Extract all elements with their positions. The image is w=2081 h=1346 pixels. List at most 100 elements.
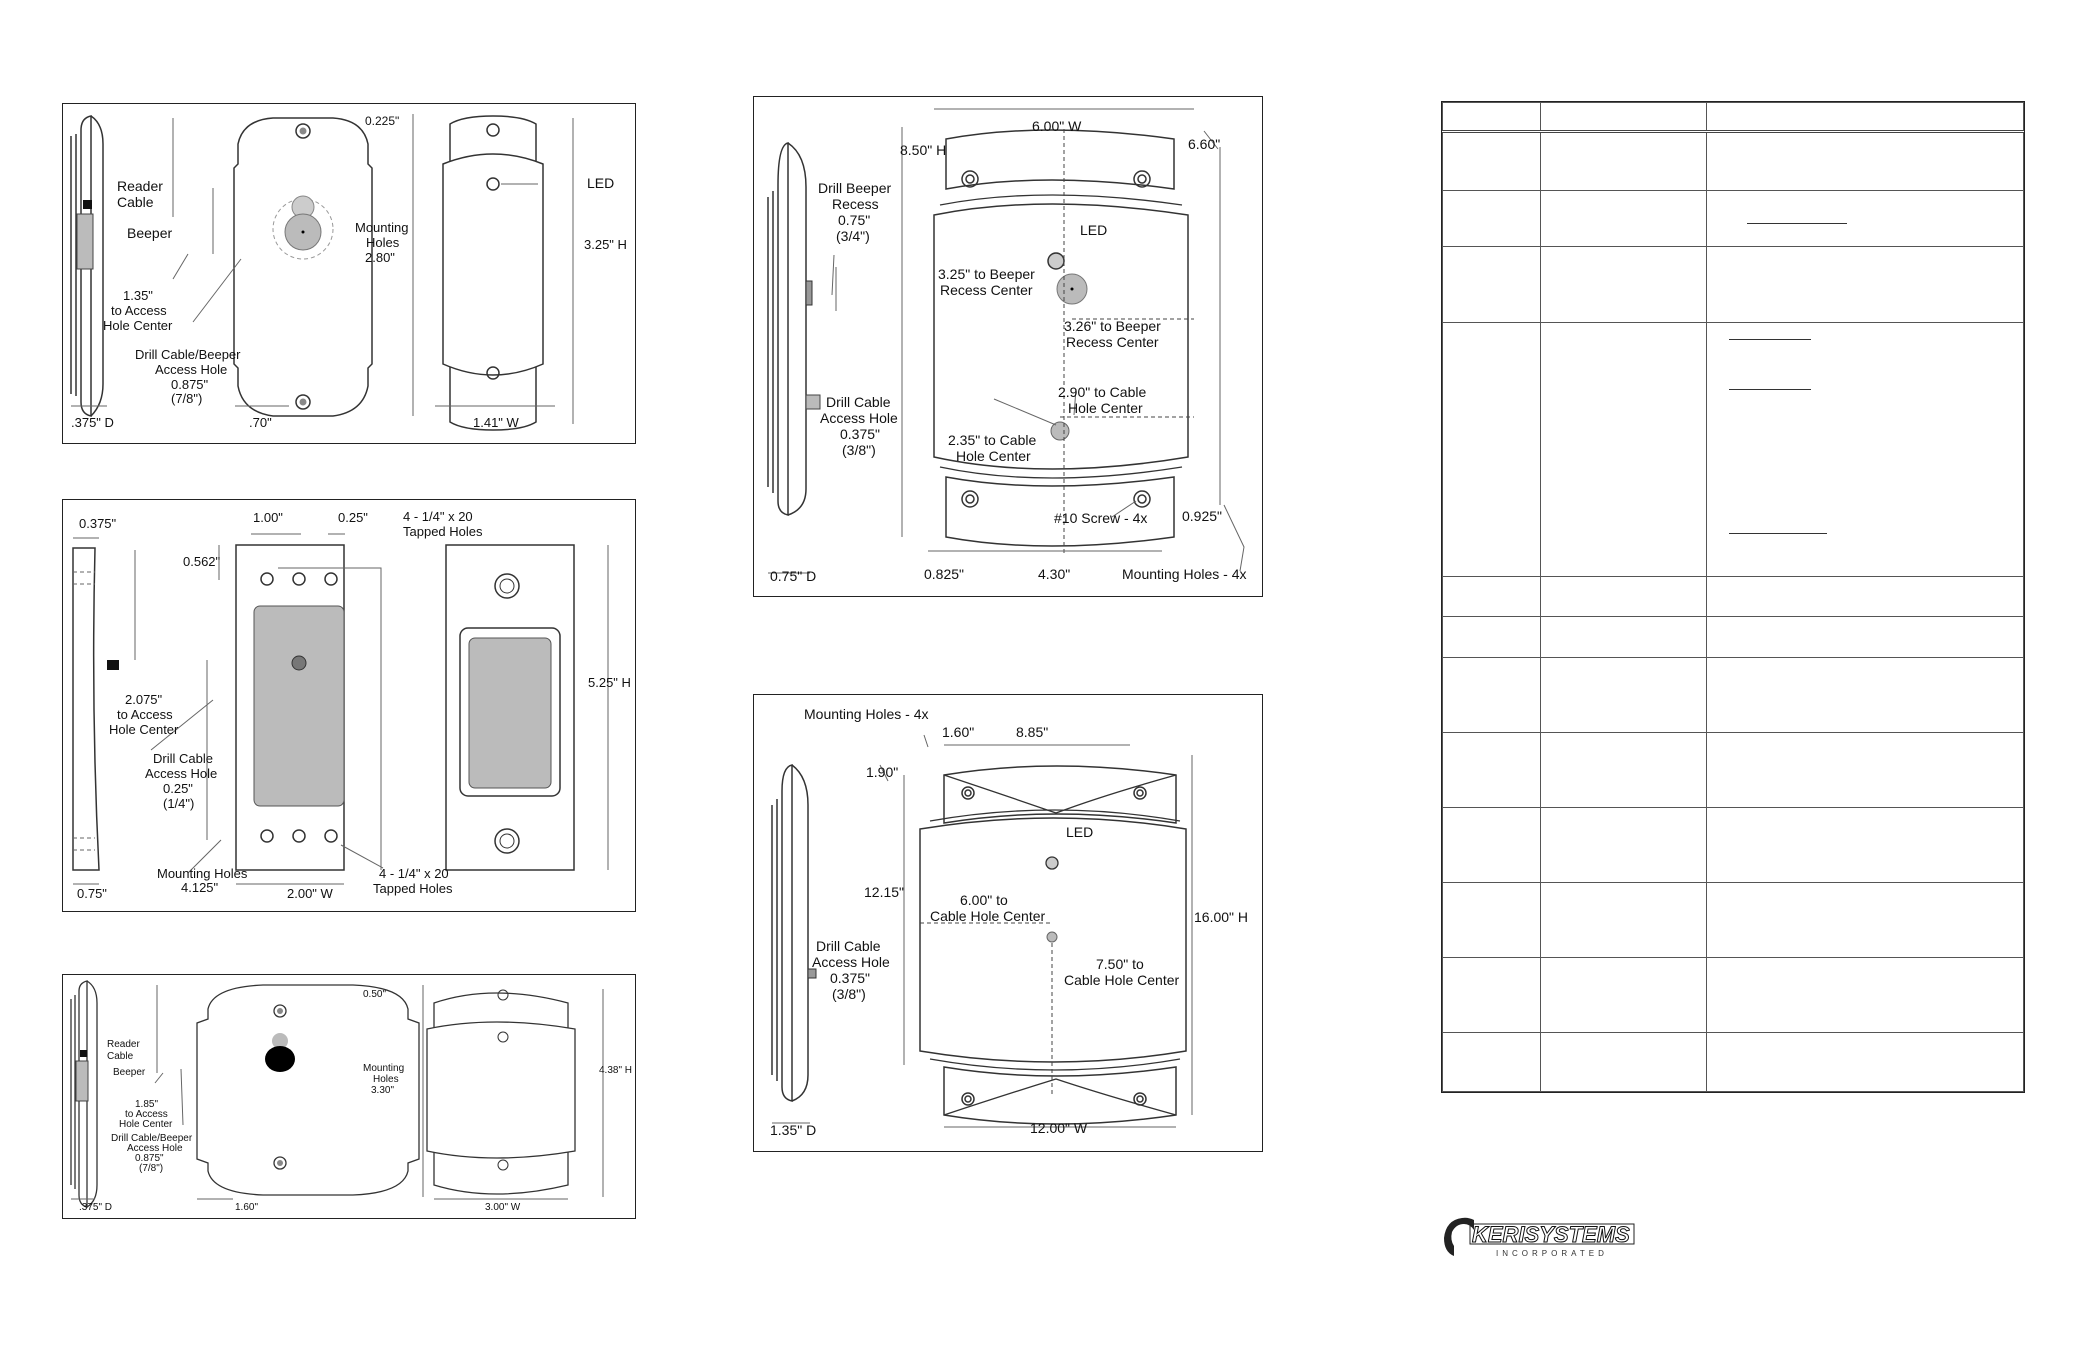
led-label: LED	[1080, 222, 1107, 238]
tapped-bottom: 4 - 1/4" x 20	[379, 866, 449, 881]
table-row	[1442, 576, 2024, 617]
logo-subtitle: INCORPORATED	[1496, 1249, 1608, 1258]
to-cable-label4: Hole Center	[956, 448, 1031, 464]
mounting-label: Mounting	[363, 1063, 404, 1074]
to-cable-label3: 2.35" to Cable	[948, 432, 1036, 448]
drill-cable-frac: (3/8")	[842, 442, 876, 458]
to-cable-label3: 7.50" to	[1096, 956, 1144, 972]
height-dim: 16.00" H	[1194, 909, 1248, 925]
panel-drawing-2: 0.375" 1.00" 0.25" 4 - 1/4" x 20 Tapped …	[62, 499, 636, 912]
to-cable-label: 6.00" to	[960, 892, 1008, 908]
beeper-label: Beeper	[127, 225, 172, 241]
depth-dim: 0.75" D	[770, 568, 816, 584]
panel-drawing-1: Reader Cable Beeper 1.35" to Access Hole…	[62, 103, 636, 444]
to-beeper-label4: Recess Center	[1066, 334, 1159, 350]
depth-dim: .375" D	[79, 1202, 112, 1213]
table-row	[1442, 882, 2024, 958]
screw-label: #10 Screw - 4x	[1054, 510, 1147, 526]
table-row	[1442, 807, 2024, 883]
access-text: to Access	[117, 707, 173, 722]
mounting-label: Mounting Holes - 4x	[1122, 566, 1247, 582]
logo-mark-icon: KERISYSTEMS INCORPORATED	[1444, 1217, 1635, 1258]
w2-dim: 4.30"	[1038, 566, 1070, 582]
width-dim: 3.00" W	[485, 1202, 521, 1213]
drill-dim: 0.25"	[163, 781, 193, 796]
dim-b: 0.25"	[338, 510, 368, 525]
drill-label: Drill Cable/Beeper	[111, 1133, 193, 1144]
tapped-top2: Tapped Holes	[403, 524, 483, 539]
access-text2: Hole Center	[109, 722, 179, 737]
to-cable-label: 2.90" to Cable	[1058, 384, 1146, 400]
drill-cable-dim: 0.375"	[840, 426, 880, 442]
drawing-3-svg: Reader Cable Beeper 1.85" to Access Hole…	[70, 980, 632, 1213]
table-header-row	[1442, 102, 2024, 133]
tapped-top: 4 - 1/4" x 20	[403, 509, 473, 524]
logo-name: KERISYSTEMS	[1472, 1222, 1630, 1247]
cable-label: Cable	[117, 194, 154, 210]
w1-dim: 0.825"	[924, 566, 964, 582]
spec-table-grid	[1442, 102, 2024, 1092]
to-cable-label4: Cable Hole Center	[1064, 972, 1180, 988]
access-dim-text: to Access	[111, 303, 167, 318]
beeper-recess-frac: (3/4")	[836, 228, 870, 244]
table-row	[1442, 732, 2024, 808]
beeper-label: Beeper	[113, 1067, 146, 1078]
drill-frac: (3/8")	[832, 986, 866, 1002]
table-row	[1442, 957, 2024, 1033]
access-dim: 2.075"	[125, 692, 163, 707]
drawing-2-svg: 0.375" 1.00" 0.25" 4 - 1/4" x 20 Tapped …	[72, 509, 631, 901]
panel-drawing-5: Mounting Holes - 4x 1.60" 8.85" 1.90" LE…	[753, 694, 1263, 1152]
table-row	[1442, 1032, 2024, 1092]
table-header-cell	[1540, 102, 1707, 133]
dim-c: 0.562"	[183, 554, 221, 569]
height-dim: 4.38" H	[599, 1065, 632, 1076]
beeper-recess-dim: 0.75"	[838, 212, 870, 228]
mounting-dim: 2.80"	[365, 250, 395, 265]
cable-label: Cable	[107, 1051, 134, 1062]
kerisystems-logo: KERISYSTEMS INCORPORATED	[1440, 1212, 1640, 1260]
table-row	[1442, 616, 2024, 658]
drill-frac: (1/4")	[163, 796, 194, 811]
table-header-cell	[1442, 102, 1541, 133]
w1-dim: 1.60"	[235, 1202, 258, 1213]
drawing-4-svg: 6.00" W 8.50" H 6.60" Drill Beeper Reces…	[767, 108, 1247, 584]
access-dim-value: 1.35"	[123, 288, 153, 303]
to-beeper-label3: 3.26" to Beeper	[1064, 318, 1161, 334]
reader-label: Reader	[107, 1039, 140, 1050]
panel-drawing-3: Reader Cable Beeper 1.85" to Access Hole…	[62, 974, 636, 1219]
mounting-label: Mounting Holes	[157, 866, 248, 881]
table-row	[1442, 190, 2024, 247]
table-row	[1442, 246, 2024, 323]
drill-label2: Access Hole	[145, 766, 217, 781]
drill-dim: 0.875"	[135, 1153, 164, 1164]
width-dim: 12.00" W	[1030, 1120, 1088, 1136]
drill-label2: Access Hole	[127, 1143, 183, 1154]
mounting-label: Mounting Holes - 4x	[804, 706, 929, 722]
mounting-label2: Holes	[373, 1074, 399, 1085]
access-dim-text2: Hole Center	[119, 1119, 173, 1130]
dim-d: 12.15"	[864, 884, 904, 900]
dim-a: 1.00"	[253, 510, 283, 525]
access-dim-value: 1.85"	[135, 1099, 158, 1110]
depth-dim: .375" D	[71, 415, 114, 430]
dim-b: 8.85"	[1016, 724, 1048, 740]
top-dim: 0.50"	[363, 989, 386, 1000]
dim-a: 1.60"	[942, 724, 974, 740]
height-dim: 3.25" H	[584, 237, 627, 252]
table-row	[1442, 657, 2024, 733]
drill-frac: (7/8")	[139, 1163, 163, 1174]
drill-cable-label: Drill Cable	[826, 394, 891, 410]
drawing-5-svg: Mounting Holes - 4x 1.60" 8.85" 1.90" LE…	[770, 706, 1248, 1138]
drill-dim: 0.875"	[171, 377, 209, 392]
panel-drawing-4: 6.00" W 8.50" H 6.60" Drill Beeper Reces…	[753, 96, 1263, 597]
access-dim-text2: Hole Center	[103, 318, 173, 333]
drill-cable-label2: Access Hole	[820, 410, 898, 426]
mounting-dim: 4.125"	[181, 880, 219, 895]
drill-label: Drill Cable/Beeper	[135, 347, 241, 362]
reader-label: Reader	[117, 178, 163, 194]
depth-bottom-dim: 0.75"	[77, 886, 107, 901]
spec-table	[1441, 101, 2025, 1093]
table-row	[1442, 322, 2024, 577]
to-beeper-label2: Recess Center	[940, 282, 1033, 298]
width-dim: 2.00" W	[287, 886, 334, 901]
